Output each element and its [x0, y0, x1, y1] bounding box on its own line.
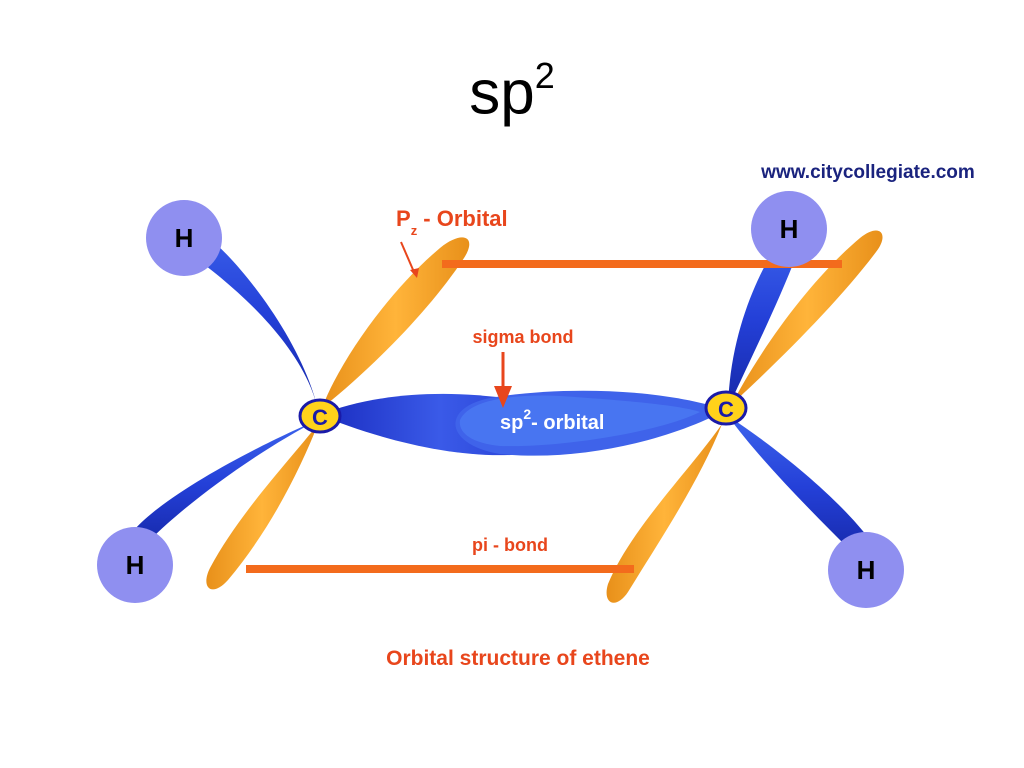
pz-lobe-left-top	[322, 237, 470, 408]
hydrogen-atom-top-right: H	[751, 191, 827, 267]
pz-arrowhead	[410, 268, 419, 278]
carbon-atom-right: C	[704, 390, 748, 426]
svg-text:C: C	[718, 397, 734, 422]
sp2-lobe-right-top	[728, 229, 802, 408]
hydrogen-atom-bottom-right: H	[828, 532, 904, 608]
sigma-bond-label: sigma bond	[472, 327, 573, 347]
sp2-orbital-label: sp2- orbital	[500, 406, 604, 434]
svg-text:H: H	[126, 550, 145, 580]
sp2-lobe-right-bottom	[728, 416, 875, 559]
pz-orbital-label: Pz - Orbital	[396, 206, 508, 238]
slide-title: sp2	[469, 55, 555, 128]
hydrogen-atom-bottom-left: H	[97, 527, 173, 603]
diagram-caption: Orbital structure of ethene	[386, 647, 650, 670]
pz-lobe-left-bottom	[206, 424, 318, 590]
sigma-arrowhead	[494, 386, 512, 408]
svg-text:H: H	[780, 214, 799, 244]
source-url: www.citycollegiate.com	[760, 162, 975, 183]
carbon-atom-left: C	[298, 398, 342, 434]
svg-text:H: H	[175, 223, 194, 253]
pz-lobe-right-bottom	[606, 424, 722, 603]
svg-text:H: H	[857, 555, 876, 585]
svg-text:sp2- orbital: sp2- orbital	[500, 406, 604, 434]
pi-bond-label: pi - bond	[472, 535, 548, 555]
pz-label-arrow	[400, 241, 415, 273]
svg-text:C: C	[312, 405, 328, 430]
sp2-lobe-left-bottom	[128, 420, 318, 549]
svg-text:Pz - Orbital: Pz - Orbital	[396, 206, 508, 238]
pz-lobe-right-top	[732, 230, 883, 404]
sp2-overlap-highlight	[459, 395, 700, 447]
hydrogen-atom-top-left: H	[146, 200, 222, 276]
